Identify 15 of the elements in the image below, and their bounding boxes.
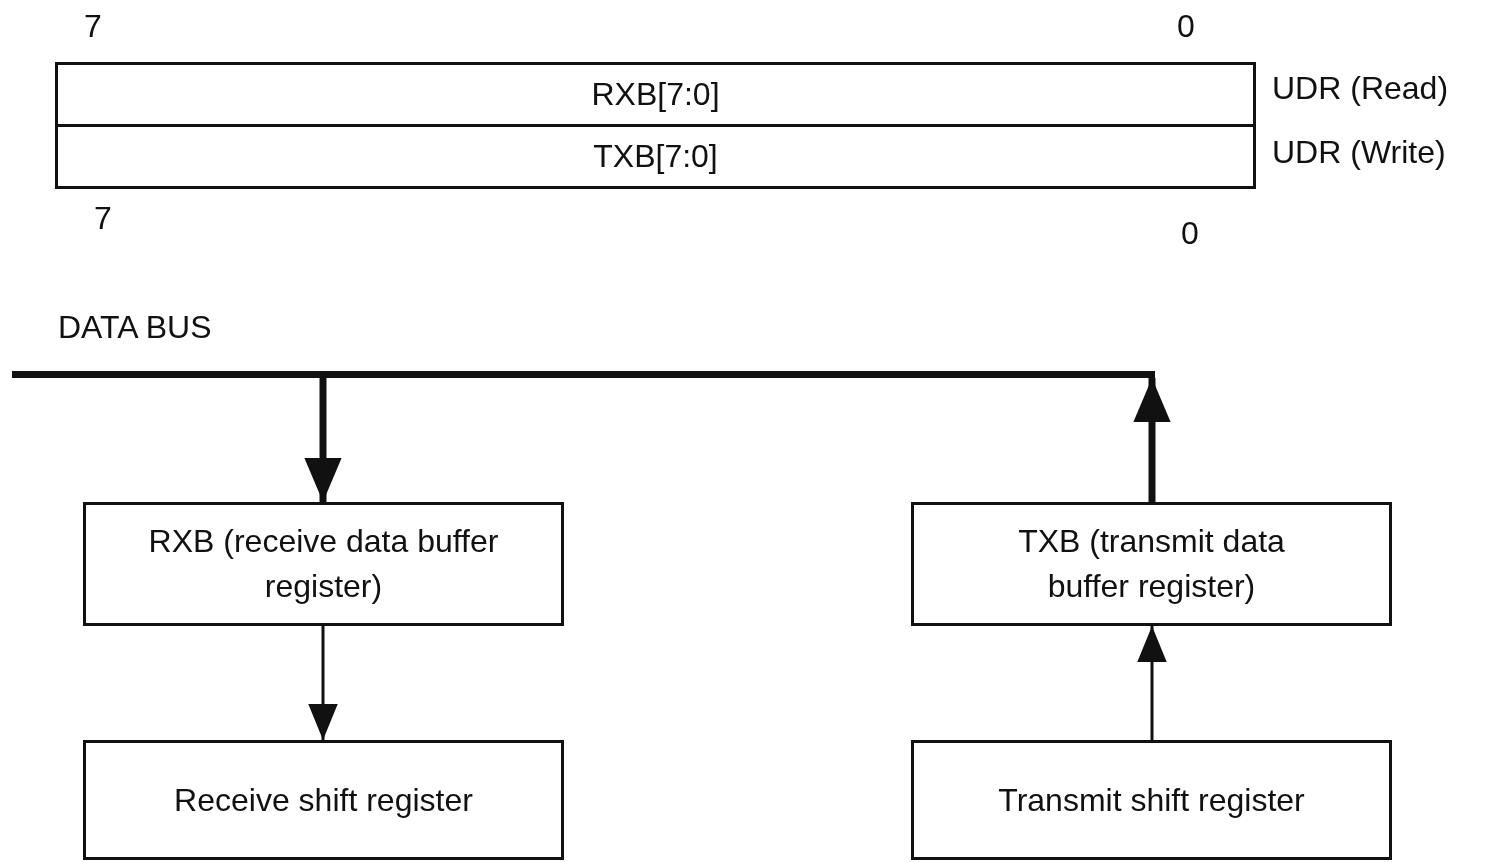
bit-number: 0 bbox=[1181, 215, 1199, 252]
register-box: RXB (receive data buffer register) bbox=[83, 502, 564, 626]
register-caption: UDR (Write) bbox=[1272, 134, 1446, 171]
register-box: Transmit shift register bbox=[911, 740, 1392, 860]
arrow bbox=[308, 626, 338, 740]
register-caption: UDR (Read) bbox=[1272, 70, 1449, 107]
bit-number: 7 bbox=[94, 200, 112, 237]
bit-number: 0 bbox=[1177, 8, 1195, 45]
register-field: RXB[7:0] bbox=[55, 62, 1256, 127]
register-box: Receive shift register bbox=[83, 740, 564, 860]
register-field: TXB[7:0] bbox=[55, 124, 1256, 189]
arrow bbox=[1137, 626, 1167, 740]
register-box: TXB (transmit data buffer register) bbox=[911, 502, 1392, 626]
bit-number: 7 bbox=[84, 8, 102, 45]
bus-label: DATA BUS bbox=[58, 308, 212, 347]
